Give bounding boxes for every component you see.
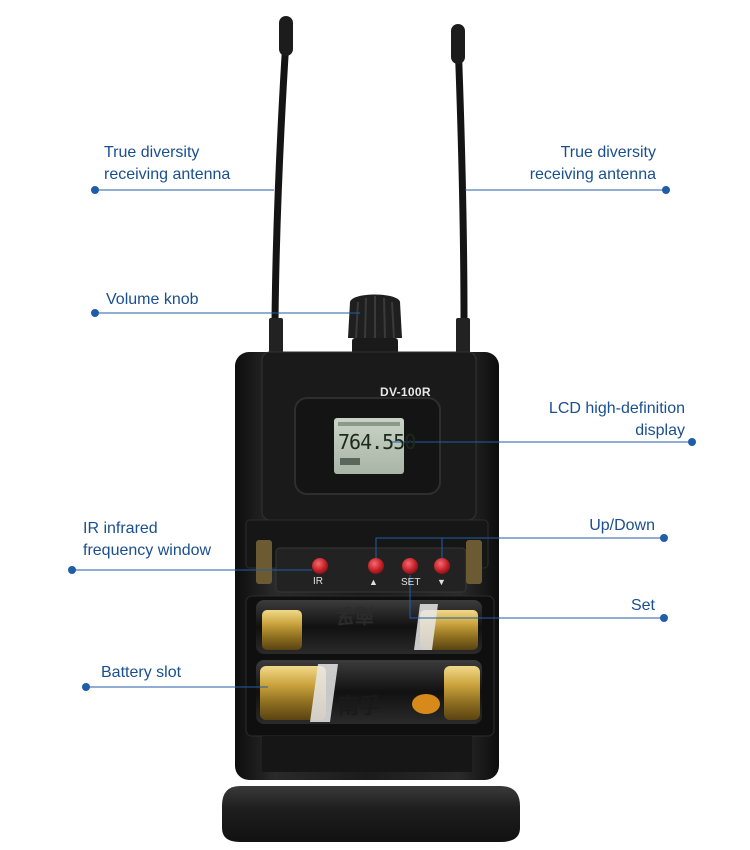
callout-antenna-right: True diversity receiving antenna (529, 144, 656, 183)
up-caption: ▲ (369, 577, 378, 587)
battery-brand-bottom: 南孚 (338, 695, 380, 718)
antenna-left (269, 16, 293, 354)
button-row (312, 558, 450, 574)
callout-antenna-left: True diversity receiving antenna (104, 144, 231, 183)
belt-clip (222, 736, 520, 842)
set-caption: SET (401, 577, 421, 588)
callout-volume-knob: Volume knob (106, 291, 199, 308)
volume-knob (348, 294, 402, 356)
callout-lcd-display: LCD high-definition display (548, 400, 685, 439)
set-button[interactable] (402, 558, 418, 574)
up-button[interactable] (368, 558, 384, 574)
callout-set: Set (630, 597, 655, 614)
down-button[interactable] (434, 558, 450, 574)
model-name: DV-100R (380, 385, 431, 399)
ir-window (312, 558, 328, 574)
callout-ir-window: IR infrared frequency window (83, 520, 212, 559)
callout-battery-slot: Battery slot (101, 664, 182, 681)
ir-caption: IR (313, 576, 323, 587)
antenna-right (451, 24, 470, 354)
callout-up-down: Up/Down (589, 517, 655, 534)
battery-compartment (245, 595, 495, 737)
down-caption: ▼ (437, 577, 446, 587)
lcd-frequency: 764.550 (338, 430, 416, 454)
callout-lines (68, 186, 696, 691)
battery-brand-top: 南孚 (336, 604, 375, 625)
